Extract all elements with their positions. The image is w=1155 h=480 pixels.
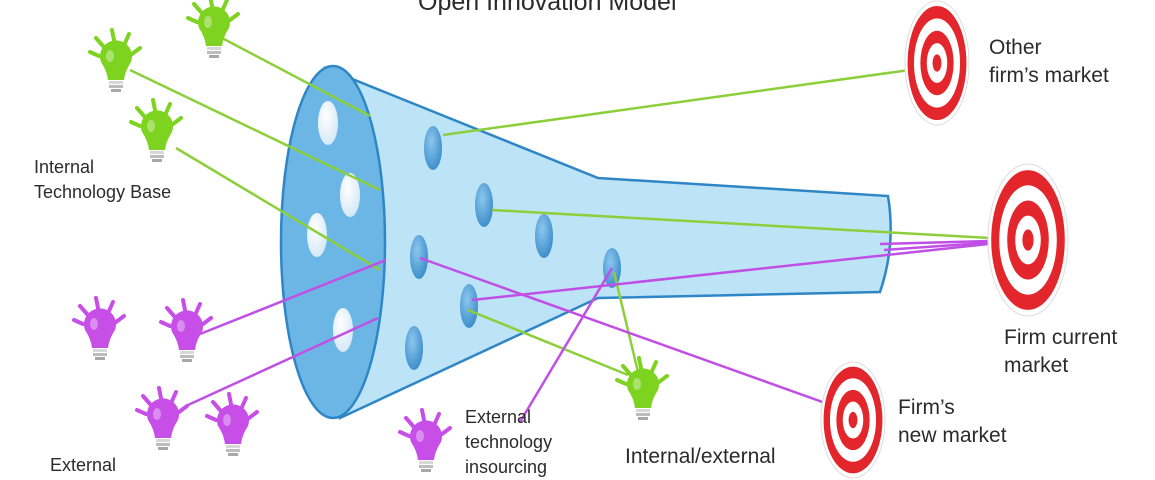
purple-connection-lines bbox=[187, 238, 1026, 423]
target-icon bbox=[904, 0, 970, 126]
lightbulb-icon bbox=[88, 28, 142, 92]
targets bbox=[820, 0, 1069, 479]
lightbulb-icon bbox=[129, 98, 183, 162]
target-icon bbox=[820, 361, 886, 479]
label-internal-external: Internal/external bbox=[625, 445, 776, 468]
internal-ideas bbox=[307, 101, 360, 352]
project-bubbles bbox=[405, 126, 621, 370]
target-icon bbox=[987, 163, 1069, 317]
lightbulb-icon bbox=[398, 408, 452, 472]
label-external: External bbox=[50, 455, 117, 475]
lightbulb-icon bbox=[72, 296, 126, 360]
lightbulb-icon bbox=[615, 356, 669, 420]
lightbulb-icon bbox=[135, 386, 189, 450]
label-firm-current-market: Firm current market bbox=[1004, 326, 1118, 377]
label-internal-technology-base: Internal Technology Base bbox=[34, 157, 172, 202]
label-firms-new-market: Firm’s new market bbox=[898, 396, 1007, 447]
lightbulb-icon bbox=[205, 392, 259, 456]
diagram-title: Open Innovation Model bbox=[418, 0, 677, 16]
lightbulbs bbox=[72, 0, 669, 472]
label-external-technology-insourcing: External technology insourcing bbox=[465, 407, 553, 477]
lightbulb-icon bbox=[186, 0, 240, 58]
label-other-firms-market: Other firm’s market bbox=[989, 36, 1109, 87]
green-connection-lines bbox=[129, 36, 1026, 377]
lightbulb-icon bbox=[159, 298, 213, 362]
